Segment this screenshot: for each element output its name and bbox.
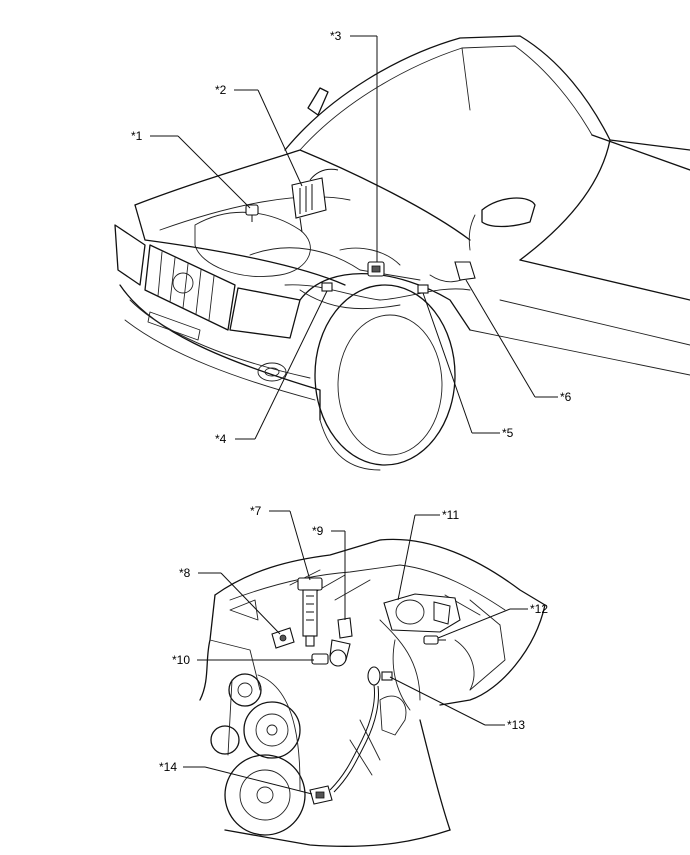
part-11-throttle-body xyxy=(383,593,461,633)
engine-callouts: *7 *8 *9 *10 *11 *12 *13 *14 xyxy=(159,504,548,795)
callout-4: *4 xyxy=(215,432,227,446)
vehicle-parts xyxy=(245,168,476,294)
callout-5: *5 xyxy=(502,426,514,440)
callout-10: *10 xyxy=(172,653,190,667)
callout-2: *2 xyxy=(215,83,227,97)
engine-parts xyxy=(271,577,461,805)
vehicle-callouts: *1 *2 *3 *4 *5 *6 xyxy=(131,29,572,446)
callout-14: *14 xyxy=(159,760,177,774)
part-2-ecu xyxy=(291,168,339,233)
callout-9: *9 xyxy=(312,524,324,538)
part-12-sensor xyxy=(423,635,446,645)
part-8-sensor xyxy=(271,627,295,649)
part-6-module xyxy=(454,261,476,281)
callout-6: *6 xyxy=(560,390,572,404)
callout-11: *11 xyxy=(442,508,459,522)
callout-3: *3 xyxy=(330,29,342,43)
callout-8: *8 xyxy=(179,566,191,580)
callout-13: *13 xyxy=(507,718,525,732)
callout-7: *7 xyxy=(250,504,262,518)
part-1-sensor xyxy=(245,204,259,222)
part-3-relay xyxy=(367,261,385,277)
part-10-sensor xyxy=(311,649,347,667)
engine-illustration xyxy=(199,538,546,847)
vehicle-illustration xyxy=(114,35,690,471)
part-5-connector xyxy=(417,284,429,294)
part-7-ignition-coil xyxy=(297,577,323,647)
callout-1: *1 xyxy=(131,129,143,143)
part-14-sensor xyxy=(309,785,333,805)
part-4-connector xyxy=(321,282,333,292)
part-13-sensor xyxy=(329,666,393,793)
callout-12: *12 xyxy=(530,602,548,616)
